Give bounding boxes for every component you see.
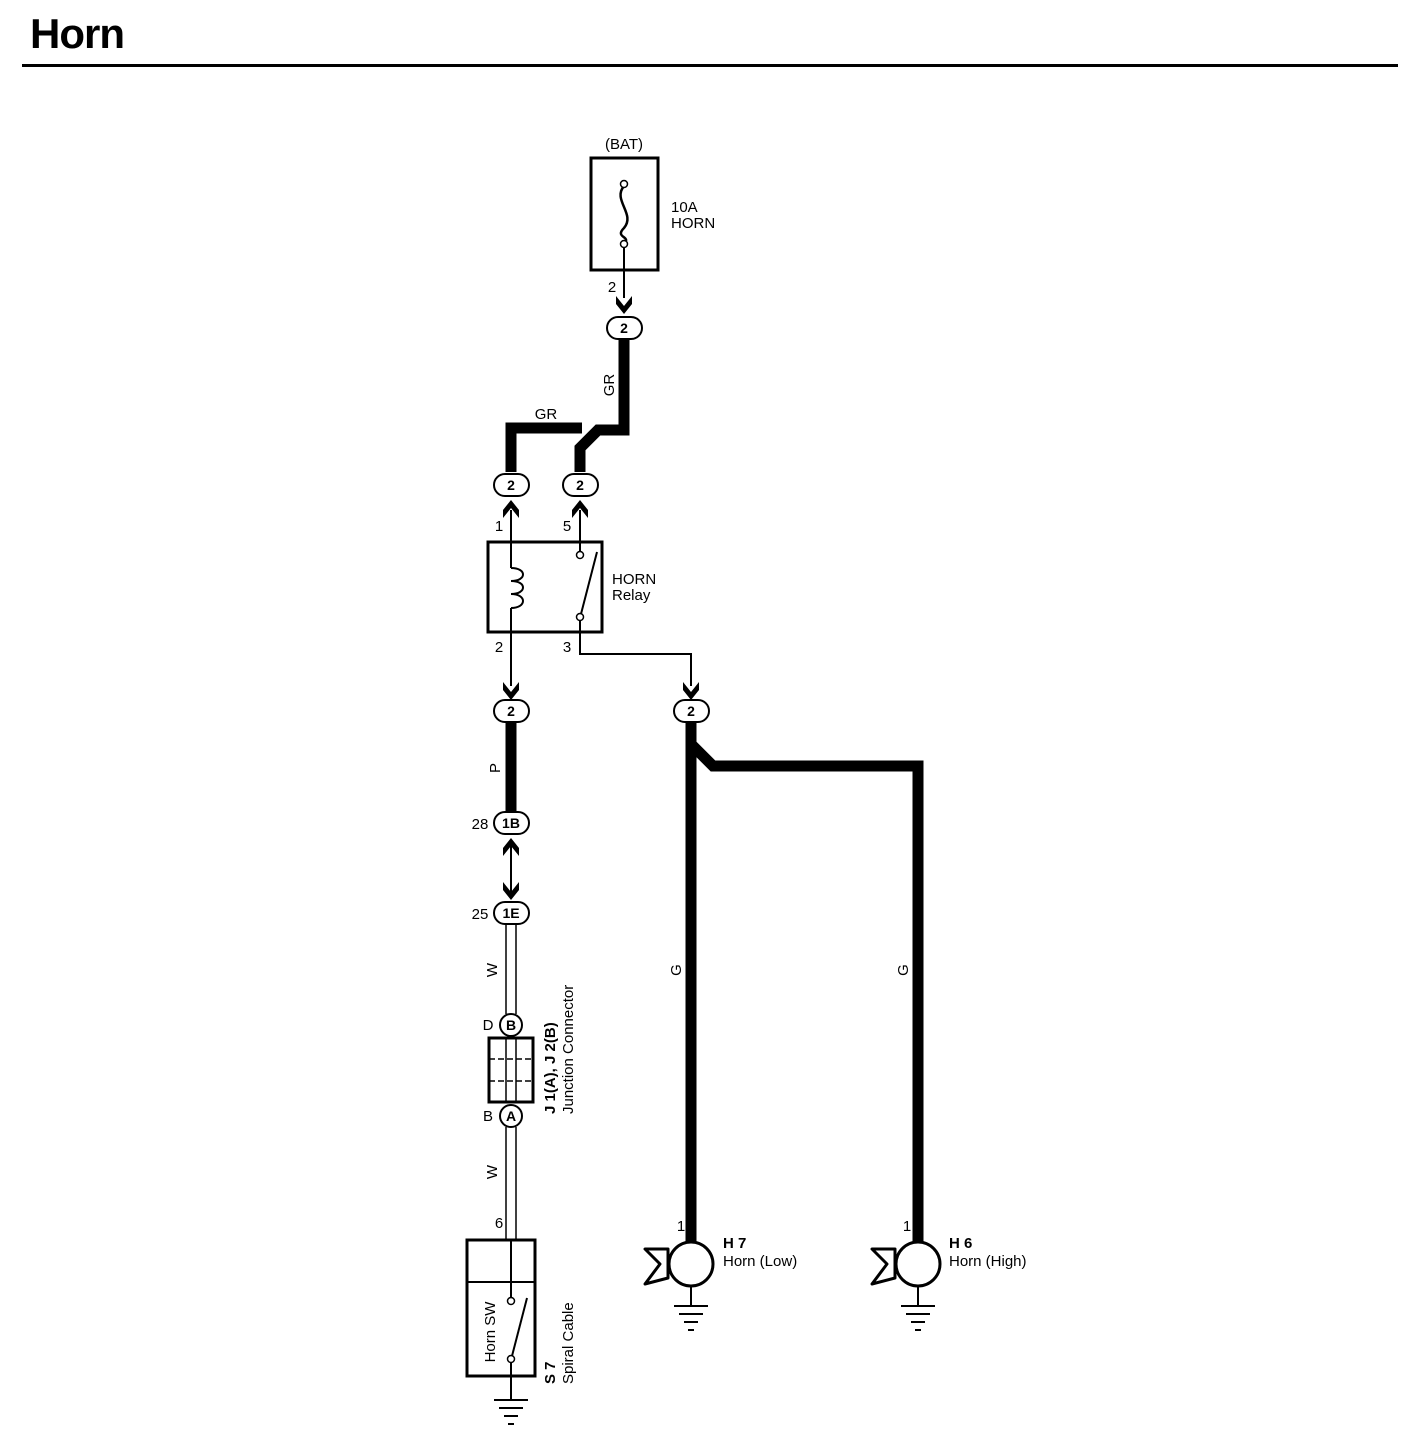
horn-low-pin-label: 1 [677,1218,685,1235]
svg-text:2: 2 [507,703,515,719]
jc-top-pin-label: D [483,1017,494,1034]
wire-label-white-lower: W [484,1164,501,1179]
page-title: Horn [30,10,125,57]
connector-1b: 1B [493,811,530,835]
horn-switch-icon [511,1297,528,1357]
relay-name-label: HORN [612,571,656,588]
svg-text:1E: 1E [502,905,519,921]
wire-white-lower [505,1127,517,1240]
svg-text:2: 2 [507,477,515,493]
wire-relay-pin3 [579,632,692,686]
wire-green-right [687,740,924,1248]
horn-low-icon [643,1247,670,1286]
wire-white-upper [505,924,517,1014]
svg-text:2: 2 [620,320,628,336]
connector-relay-pin1: 2 [493,473,530,497]
ground-icon [901,1305,935,1331]
wire-label-green-left: G [668,964,685,976]
relay-pin2-arrow-icon [503,682,519,700]
relay-type-label: Relay [612,587,651,604]
horn-high: 1 H 6 Horn (High) [870,1218,1027,1306]
connector-relay-pin3: 2 [673,699,710,723]
wire-label-gr-horizontal: GR [535,406,558,423]
relay-pin2-label: 2 [495,639,503,656]
fuse-pin-label: 2 [608,279,616,296]
wire-gr-horizontal [505,422,582,472]
connector-fuse-out: 2 [606,316,643,340]
horn-low-code-label: H 7 [723,1235,746,1252]
junction-connector: B D A B J 1(A), J 2(B) Junction Connecto… [483,985,577,1128]
wire-label-pink: P [487,763,504,773]
horn-high-pin-label: 1 [903,1218,911,1235]
relay-pin5-arrow-icon [572,500,588,518]
pin-25-label: 25 [472,906,489,923]
svg-text:2: 2 [576,477,584,493]
connector-1e-arrow-icon [503,882,519,900]
connector-1b-arrow-icon [503,838,519,856]
relay-switch-icon [580,551,598,615]
horn-high-code-label: H 6 [949,1235,972,1252]
horn-switch-label: Horn SW [482,1301,499,1363]
relay-pin1-label: 1 [495,518,503,535]
relay-pin1-arrow-icon [503,500,519,518]
horn-low-name-label: Horn (Low) [723,1253,797,1270]
ground-icon [494,1399,528,1425]
svg-text:A: A [506,1108,516,1124]
wire-label-gr-vertical: GR [601,374,618,397]
jc-code-label: J 1(A), J 2(B) [542,1022,559,1114]
relay-pin3-label: 3 [563,639,571,656]
fuse-10a-horn: (BAT) 10A HORN 2 [589,136,715,314]
ground-icon [674,1305,708,1331]
pin-28-label: 28 [472,816,489,833]
jc-top-terminal [499,1013,523,1037]
title-divider [22,64,1398,67]
horn-relay: HORN Relay [486,510,656,686]
svg-text:1B: 1B [502,815,520,831]
wire-gr-vertical [574,339,630,472]
spiral-cable-horn-switch: Horn SW S 7 Spiral Cable [465,1238,577,1400]
wire-label-green-right: G [895,964,912,976]
relay-pin5-label: 5 [563,518,571,535]
horn-low: 1 H 7 Horn (Low) [643,1218,797,1306]
relay-pin3-arrow-icon [683,682,699,700]
relay-coil-icon [510,567,524,609]
wire-label-white-upper: W [484,962,501,977]
connector-1e: 1E [493,901,530,925]
jc-name-label: Junction Connector [560,985,577,1114]
spiral-code-label: S 7 [542,1361,559,1384]
fuse-element-icon [619,185,629,245]
spiral-name-label: Spiral Cable [560,1302,577,1384]
horn-high-name-label: Horn (High) [949,1253,1027,1270]
fuse-arrow-icon [616,296,632,314]
jc-bottom-pin-label: B [483,1108,493,1125]
relay-box [486,540,604,634]
fuse-name-label: HORN [671,215,715,232]
svg-text:2: 2 [687,703,695,719]
connector-relay-pin5: 2 [562,473,599,497]
jc-body [487,1036,535,1104]
spiral-pin-label: 6 [495,1215,503,1232]
svg-text:B: B [506,1017,516,1033]
connector-relay-pin2: 2 [493,699,530,723]
fuse-rating-label: 10A [671,199,698,216]
jc-bottom-terminal [499,1104,523,1128]
fuse-source-label: (BAT) [605,136,643,153]
horn-high-icon [870,1247,897,1286]
